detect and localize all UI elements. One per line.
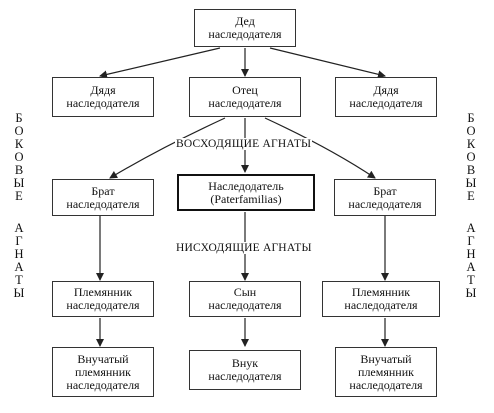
node-nephew-left: Племянник наследодателя xyxy=(52,281,154,317)
node-grandson: Внук наследодателя xyxy=(189,350,301,390)
node-testator: Наследодатель (Paterfamilias) xyxy=(177,174,315,211)
descending-agnates-label: НИСХОДЯЩИЕ АГНАТЫ xyxy=(175,242,313,254)
node-brother-left: Брат наследодателя xyxy=(52,179,154,216)
node-brother-right: Брат наследодателя xyxy=(334,179,436,216)
arrow-grandfather-uncle-left xyxy=(99,47,221,79)
arrow-grandfather-uncle-right xyxy=(269,47,386,79)
arrow-father-brother-left xyxy=(109,117,226,179)
node-grandnephew-left: Внучатый племянник наследодателя xyxy=(52,347,154,397)
node-father: Отец наследодателя xyxy=(189,77,301,117)
node-grandfather: Дед наследодателя xyxy=(194,9,296,47)
node-nephew-right: Племянник наследодателя xyxy=(322,281,440,317)
node-uncle-left: Дядя наследодателя xyxy=(52,77,154,117)
ascending-agnates-label: ВОСХОДЯЩИЕ АГНАТЫ xyxy=(175,138,313,150)
node-son: Сын наследодателя xyxy=(189,281,301,317)
node-uncle-right: Дядя наследодателя xyxy=(335,77,437,117)
arrow-father-brother-right xyxy=(264,117,376,179)
node-grandnephew-right: Внучатый племянник наследодателя xyxy=(335,347,437,397)
